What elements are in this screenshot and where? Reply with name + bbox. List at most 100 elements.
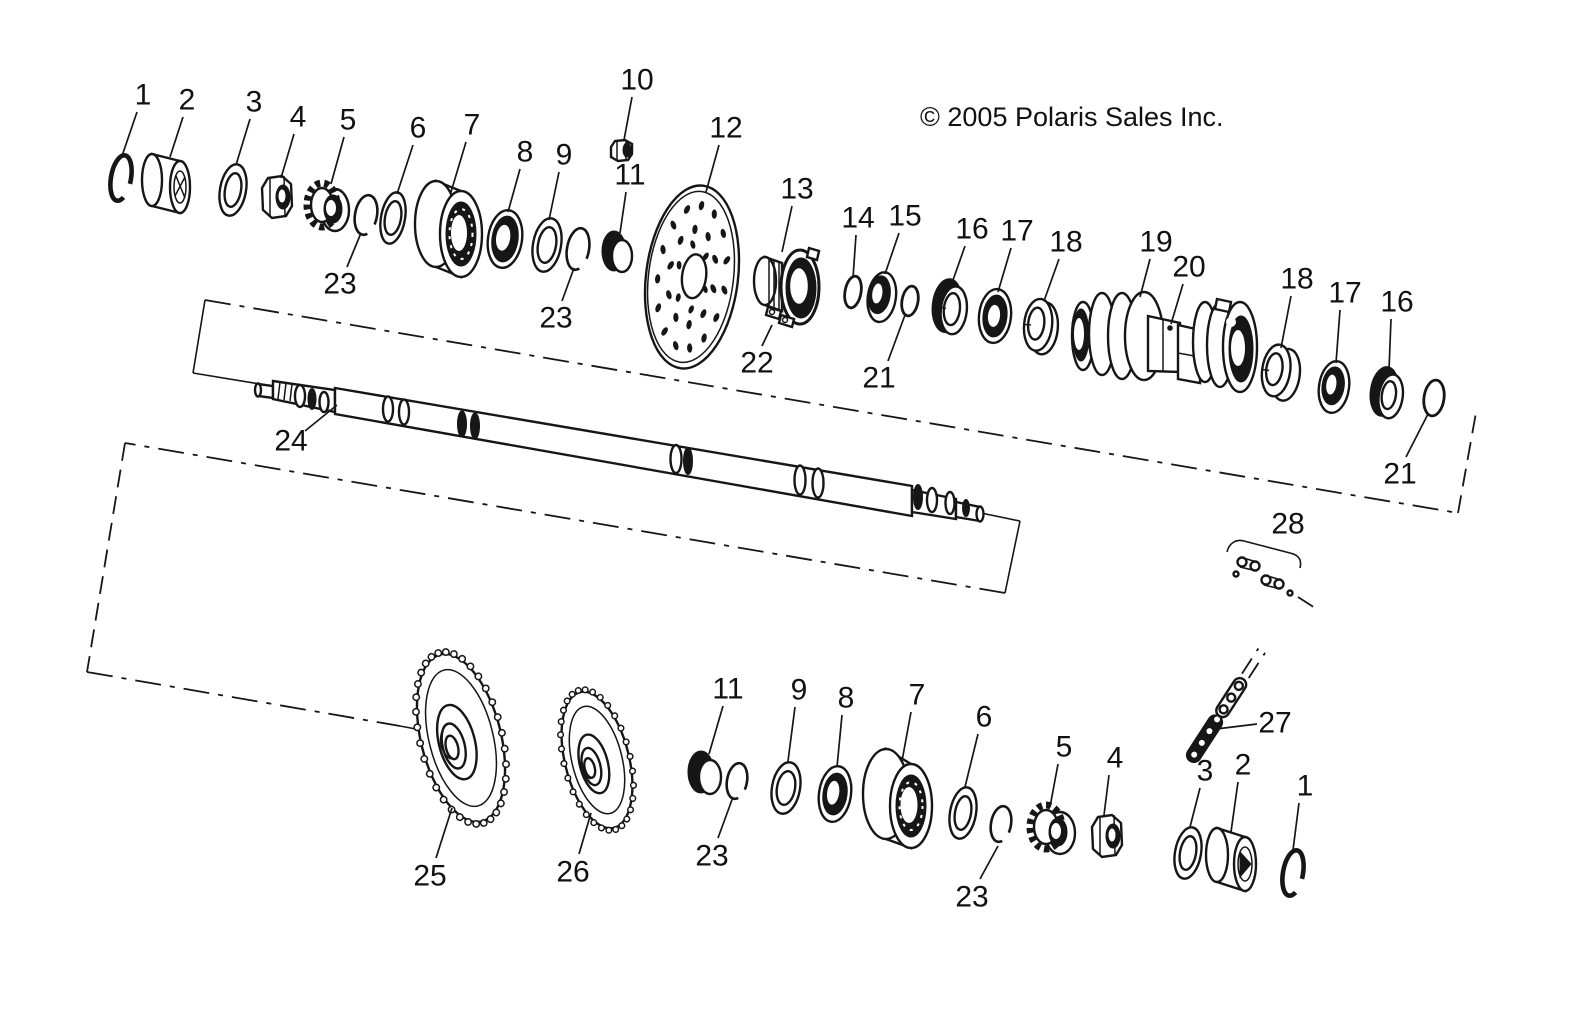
callout-20: 20	[1172, 251, 1205, 284]
leader-19	[1139, 258, 1151, 298]
callout-21a: 21	[862, 362, 895, 395]
part-28-master-link-kit	[1226, 539, 1316, 609]
leader-26	[578, 812, 592, 855]
leader-3b	[1189, 787, 1201, 828]
part-3a-washer	[218, 163, 248, 217]
part-10-nut	[609, 138, 634, 163]
leader-9b	[787, 706, 796, 762]
leader-17b	[1335, 309, 1341, 364]
part-21a-o-ring	[900, 284, 920, 318]
part-2a-bushing	[140, 152, 192, 215]
part-23d-snap-ring	[989, 804, 1013, 844]
callout-7b: 7	[909, 679, 926, 712]
callout-27: 27	[1258, 707, 1291, 740]
part-16a-bearing-race	[931, 278, 969, 336]
leader-10	[623, 96, 633, 141]
part-6a-washer	[379, 191, 407, 245]
callout-8b: 8	[838, 682, 855, 715]
construction-lines	[86, 299, 1478, 734]
callout-25: 25	[413, 860, 446, 893]
leader-12	[705, 144, 720, 193]
leader-3a	[235, 118, 251, 166]
part-13-hub	[752, 246, 821, 329]
leader-13	[781, 205, 793, 253]
callout-17b: 17	[1328, 277, 1361, 310]
part-7b-bearing	[861, 746, 934, 850]
part-21b-o-ring	[1422, 378, 1446, 418]
leader-8b	[836, 714, 843, 768]
leader-4a	[280, 133, 295, 179]
leader-15	[884, 232, 900, 275]
leader-7a	[450, 141, 467, 193]
leader-22	[761, 324, 773, 347]
leader-14	[852, 234, 857, 279]
part-18b-bearing-race	[1260, 343, 1302, 402]
callout-28: 28	[1271, 508, 1304, 541]
leader-21b	[1405, 413, 1429, 458]
leader-5a	[330, 136, 345, 185]
leader-1a	[121, 111, 138, 157]
callout-12: 12	[709, 112, 742, 145]
part-23b-snap-ring	[565, 226, 591, 272]
leader-20	[1170, 283, 1184, 325]
part-5a-castle-nut	[303, 179, 351, 233]
part-24-axle-shaft	[253, 379, 985, 523]
callout-16b: 16	[1380, 286, 1413, 319]
part-7a-bearing	[413, 179, 484, 279]
part-19-20-bearing-carrier-housing	[1070, 290, 1259, 394]
part-9b-washer	[770, 761, 802, 815]
part-5b-castle-nut	[1026, 801, 1077, 856]
callout-21b: 21	[1383, 458, 1416, 491]
callout-16a: 16	[955, 213, 988, 246]
callout-23c: 23	[695, 840, 728, 873]
leader-1b	[1292, 802, 1300, 851]
copyright-text: © 2005 Polaris Sales Inc.	[920, 102, 1224, 132]
part-2b-bushing	[1204, 826, 1258, 893]
part-1a-retaining-ring	[108, 152, 134, 204]
part-23c-snap-ring	[725, 761, 749, 801]
part-16b-bearing-race	[1369, 366, 1405, 420]
callout-2b: 2	[1235, 749, 1252, 782]
callout-23d: 23	[955, 881, 988, 914]
leader-6a	[396, 144, 414, 195]
leader-2b	[1230, 781, 1239, 833]
part-4b-nut	[1090, 813, 1124, 859]
part-27-drive-chain	[1185, 647, 1266, 764]
leader-25	[435, 807, 453, 859]
callout-23b: 23	[539, 302, 572, 335]
callout-11a: 11	[614, 159, 645, 192]
callout-6b: 6	[976, 701, 993, 734]
callout-5a: 5	[340, 104, 357, 137]
callout-9a: 9	[556, 139, 573, 172]
part-8b-seal	[817, 764, 853, 824]
part-25-sprocket	[412, 648, 510, 828]
leader-27	[1215, 723, 1258, 730]
part-11a-spacer	[601, 230, 634, 274]
part-23a-snap-ring	[353, 193, 379, 237]
callout-17a: 17	[1000, 215, 1033, 248]
callout-7a: 7	[464, 109, 481, 142]
callout-4a: 4	[290, 101, 307, 134]
part-3b-washer	[1173, 826, 1203, 880]
callout-1b: 1	[1297, 770, 1314, 803]
leader-6b	[964, 733, 979, 788]
part-17a-seal	[977, 287, 1013, 345]
leader-11b	[708, 705, 724, 755]
callout-15: 15	[888, 200, 921, 233]
callout-10: 10	[620, 64, 653, 97]
part-17b-seal	[1317, 359, 1351, 415]
leader-2a	[169, 116, 184, 158]
callout-24: 24	[274, 425, 307, 458]
leader-8a	[507, 168, 521, 213]
part-14-o-ring	[843, 274, 863, 310]
leader-23c	[717, 796, 734, 839]
callout-22: 22	[740, 347, 773, 380]
leader-16a	[951, 245, 966, 284]
callout-13: 13	[780, 173, 813, 206]
callout-3b: 3	[1197, 755, 1214, 788]
part-12-brake-disc	[643, 184, 741, 370]
leader-16b	[1388, 318, 1392, 371]
